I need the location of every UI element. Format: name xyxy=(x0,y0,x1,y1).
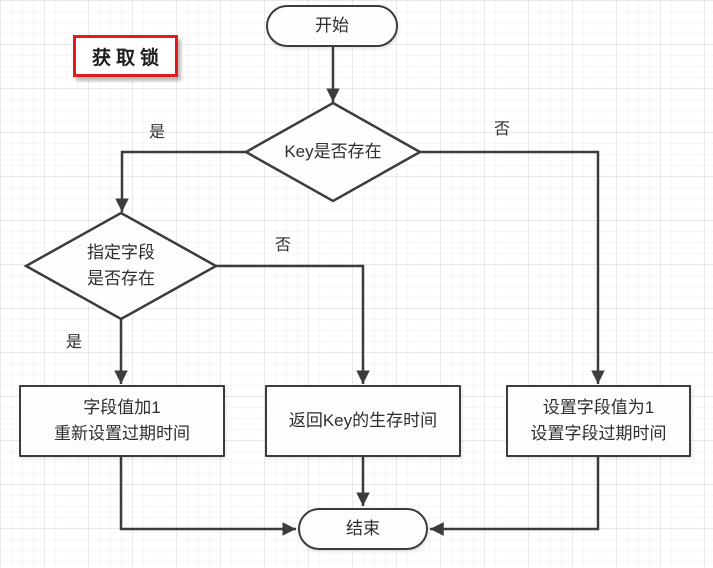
process-ttl-node: 返回Key的生存时间 xyxy=(265,385,461,457)
process-increment-line2: 重新设置过期时间 xyxy=(54,424,190,443)
edge-key-no-to-set-process xyxy=(419,150,605,384)
edge-label-field-yes: 是 xyxy=(66,334,83,351)
end-node: 结束 xyxy=(298,508,428,550)
end-label: 结束 xyxy=(346,519,380,538)
decision-key-shape xyxy=(243,101,423,203)
edge-label-key-no: 否 xyxy=(494,121,511,138)
start-label: 开始 xyxy=(315,16,349,35)
process-increment-line1: 字段值加1 xyxy=(83,398,161,417)
edge-label-key-yes: 是 xyxy=(149,124,166,141)
edge-field-no-to-ttl-process xyxy=(215,264,370,384)
edge-key-yes-to-field-decision xyxy=(115,150,246,212)
decision-field-shape xyxy=(23,211,219,321)
annotation-label: 获取锁 xyxy=(91,47,164,69)
start-node: 开始 xyxy=(266,5,398,47)
process-set-line2: 设置字段过期时间 xyxy=(530,424,667,443)
decision-field-line1: 指定字段 xyxy=(87,243,155,262)
process-ttl-label: 返回Key的生存时间 xyxy=(288,411,438,430)
annotation-acquire-lock: 获取锁 xyxy=(73,35,178,77)
edge-set-to-end xyxy=(430,456,600,536)
decision-key-label: Key是否存在 xyxy=(284,142,382,161)
edge-label-field-no: 否 xyxy=(275,237,292,254)
process-set-line1: 设置字段值为1 xyxy=(542,398,655,417)
decision-field-label: 指定字段 是否存在 xyxy=(41,240,201,292)
decision-field-line2: 是否存在 xyxy=(87,269,155,288)
process-set-node: 设置字段值为1 设置字段过期时间 xyxy=(506,385,691,457)
edge-incr-to-end xyxy=(119,456,296,536)
process-increment-node: 字段值加1 重新设置过期时间 xyxy=(19,385,225,457)
